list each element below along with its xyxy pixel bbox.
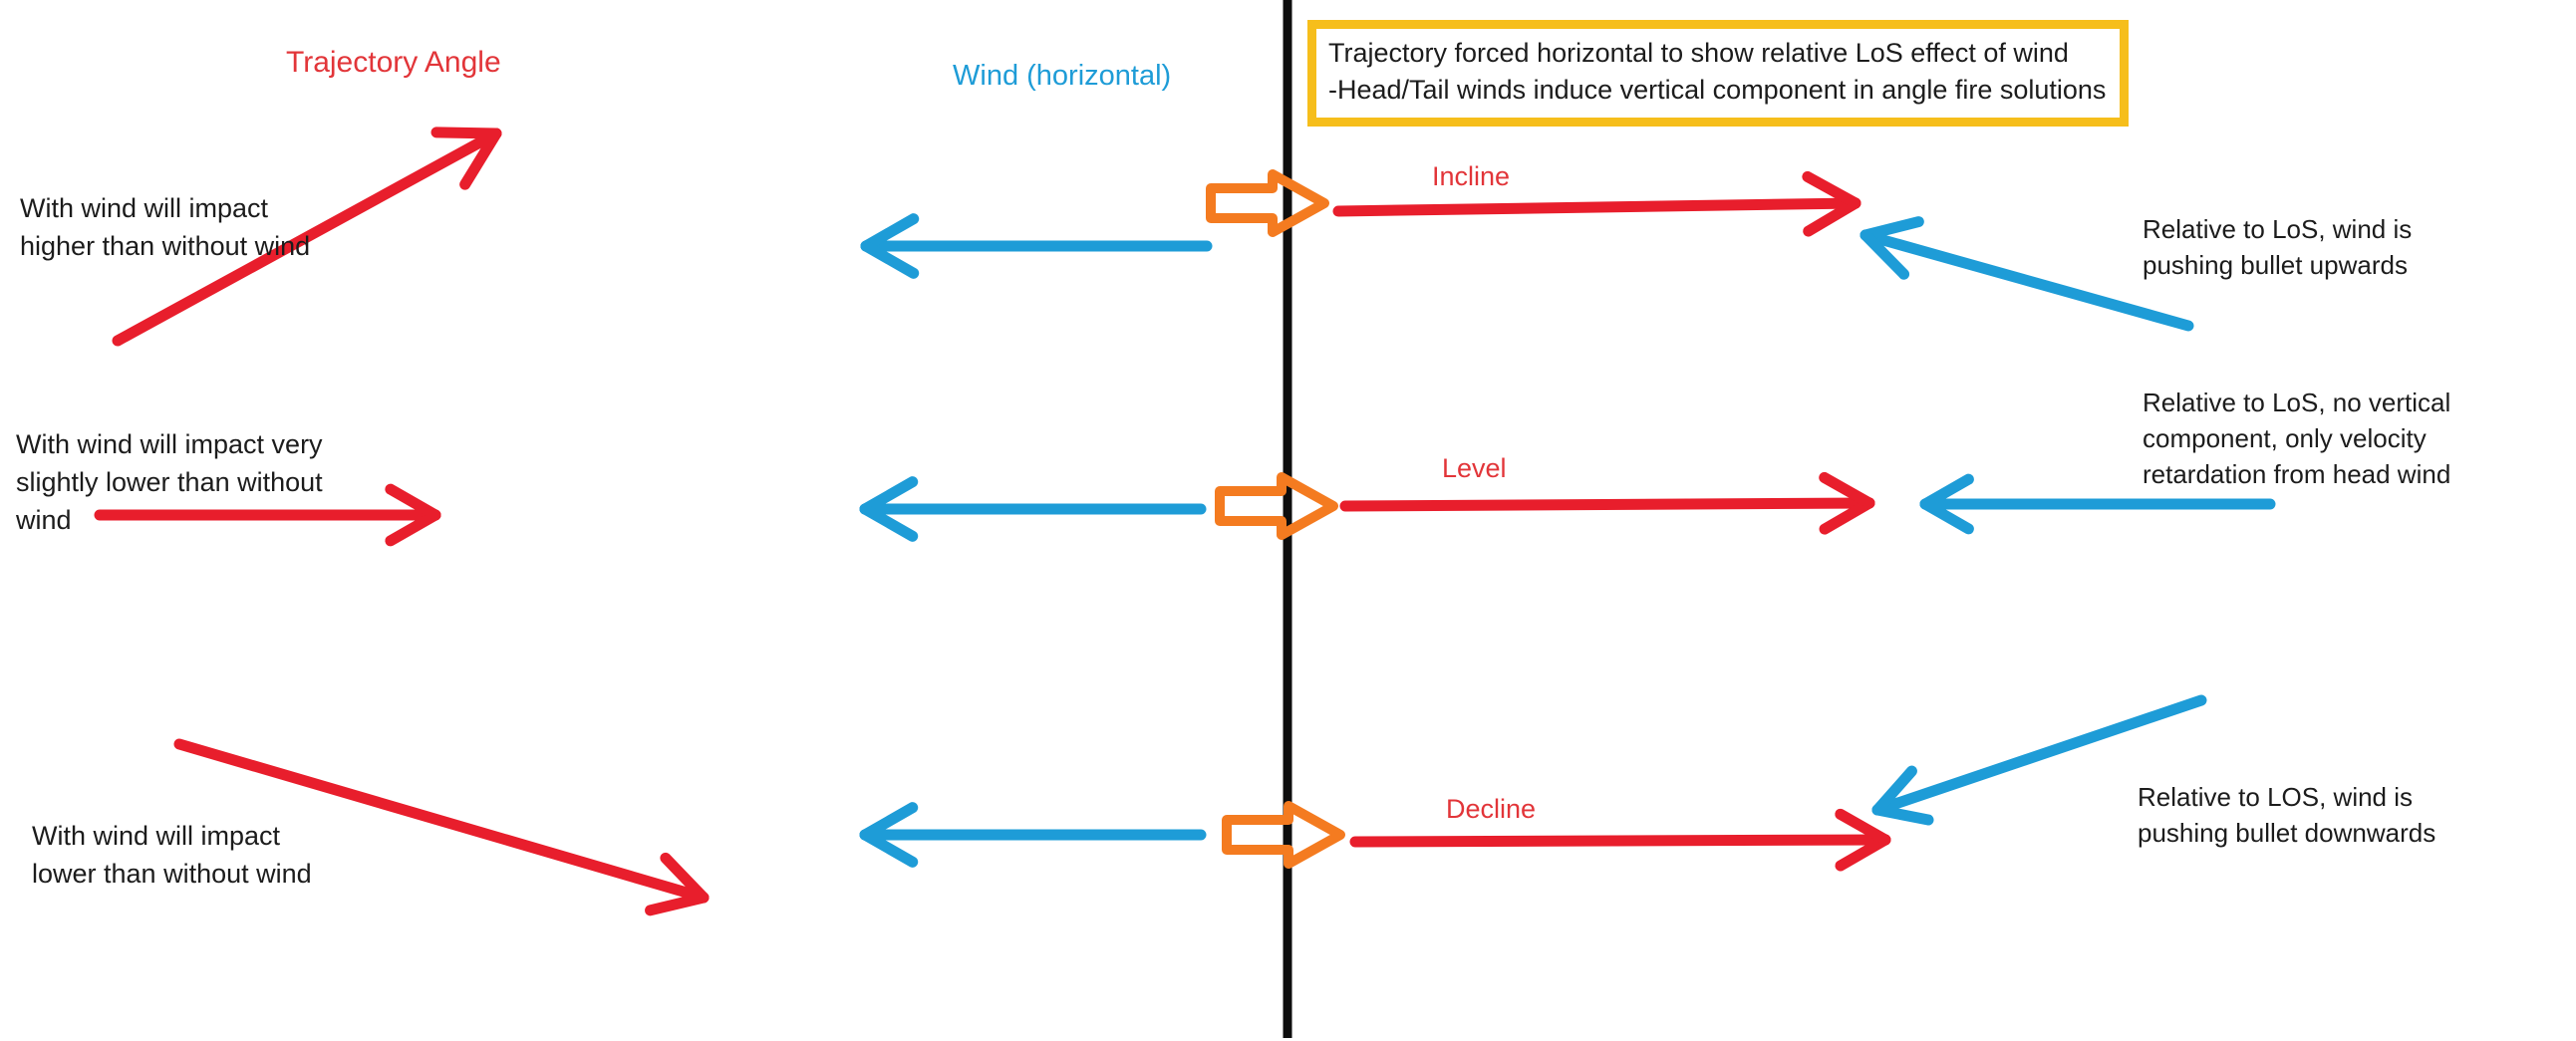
- wind-transfer-arrow-row2: [1215, 472, 1338, 540]
- note-incline-right: Relative to LoS, wind is pushing bullet …: [2143, 214, 2413, 280]
- note-decline-left: With wind will impact lower than without…: [32, 821, 312, 889]
- trajectory-angle-title: Trajectory Angle: [286, 46, 501, 79]
- los-decline-arrow: [1349, 808, 1891, 872]
- relative-wind-arrow-row3: [1871, 694, 2207, 826]
- wind-horizontal-title: Wind (horizontal): [953, 60, 1172, 92]
- note-level-right: Relative to LoS, no vertical component, …: [2143, 388, 2451, 489]
- los-level-arrow: [1339, 471, 1875, 535]
- wind-arrow-row2: [859, 476, 1207, 542]
- decline-label: Decline: [1446, 794, 1537, 824]
- note-incline-left: With wind will impact higher than withou…: [20, 193, 311, 261]
- callout-box: Trajectory forced horizontal to show rel…: [1307, 20, 2129, 127]
- note-level-left: With wind will impact very slightly lowe…: [16, 429, 323, 535]
- wind-transfer-arrow-row1: [1206, 169, 1329, 237]
- level-label: Level: [1442, 453, 1507, 483]
- wind-arrow-row1: [860, 213, 1213, 279]
- los-incline-arrow: [1332, 170, 1861, 237]
- relative-wind-arrow-row1: [1860, 216, 2194, 332]
- trajectory-decline-arrow: [173, 738, 710, 916]
- relative-wind-arrow-row2: [1919, 473, 2276, 535]
- wind-arrow-row3: [859, 802, 1207, 868]
- trajectory-level-arrow: [94, 483, 441, 547]
- trajectory-incline-arrow: [112, 127, 502, 347]
- note-decline-right: Relative to LOS, wind is pushing bullet …: [2138, 782, 2436, 848]
- wind-transfer-arrow-row3: [1222, 801, 1345, 869]
- incline-label: Incline: [1432, 161, 1511, 191]
